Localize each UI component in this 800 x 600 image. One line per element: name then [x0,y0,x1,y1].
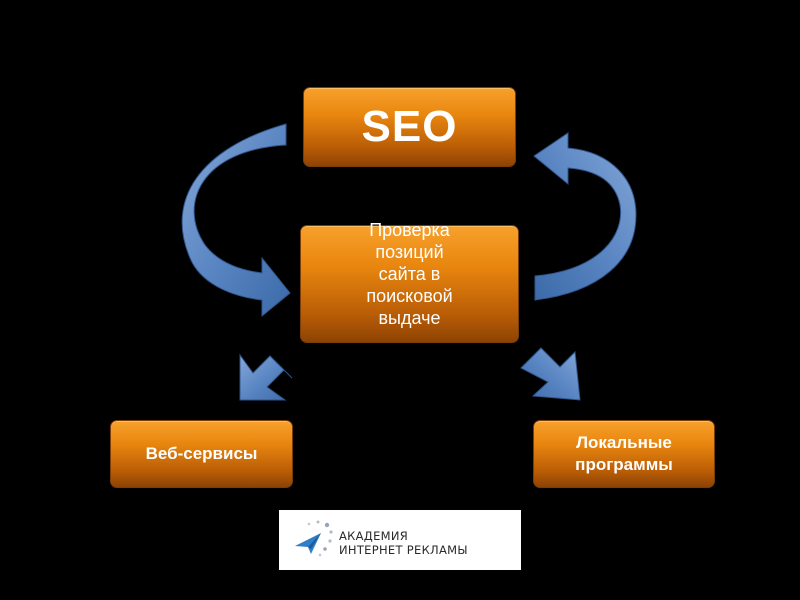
logo-line-2: ИНТЕРНЕТ РЕКЛАМЫ [339,543,468,557]
logo-line-1: АКАДЕМИЯ [339,529,409,543]
position-check-box: Проверка позиций сайта в поисковой выдач… [300,220,519,343]
local-programs-label: Локальные программы [575,433,673,474]
seo-label: SEO [361,102,458,151]
down-right-arrow [520,347,581,401]
right-curved-arrow [533,132,637,301]
position-check-label: Проверка позиций сайта в поисковой выдач… [366,220,453,328]
local-programs-box: Локальные программы [533,420,715,488]
web-services-box: Веб-сервисы [110,420,293,488]
left-curved-arrow [181,123,291,318]
down-left-arrow [239,353,293,401]
academy-logo: АКАДЕМИЯ ИНТЕРНЕТ РЕКЛАМЫ [279,510,521,570]
paper-plane-icon [295,520,333,557]
web-services-label: Веб-сервисы [145,444,258,463]
seo-box: SEO [303,87,516,167]
